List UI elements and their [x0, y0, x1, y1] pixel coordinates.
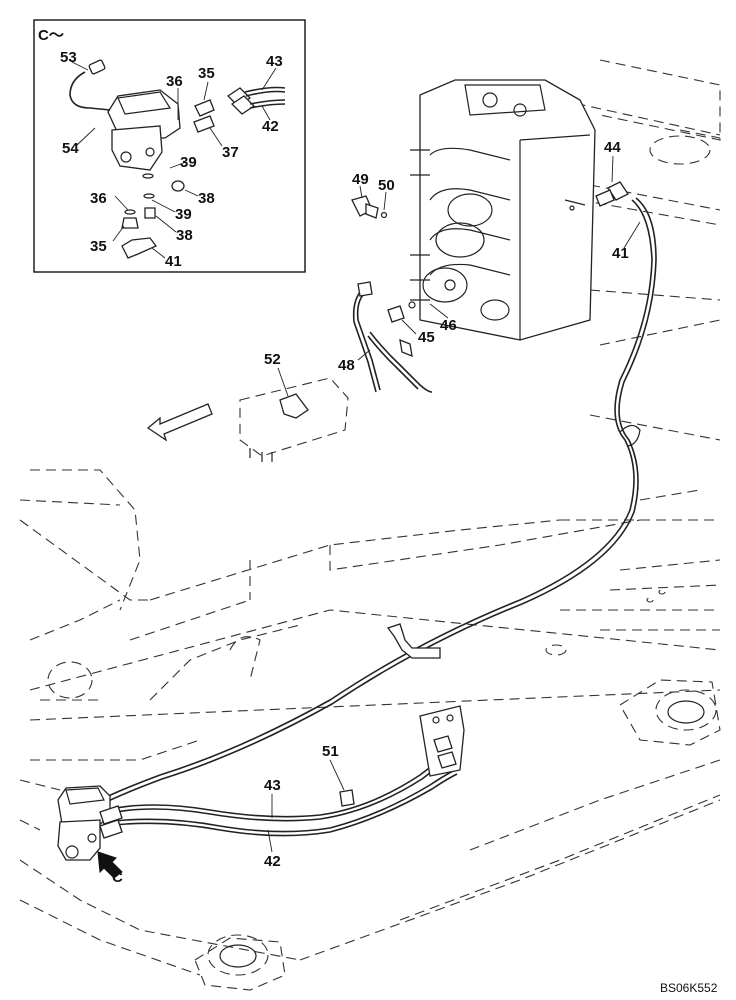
callout-36: 36	[166, 73, 183, 90]
callout-38: 38	[198, 190, 215, 207]
main-leaders	[267, 155, 641, 853]
callout-35b: 35	[90, 238, 107, 255]
valve-fittings	[239, 181, 629, 462]
callout-45: 45	[418, 329, 435, 346]
drawing-code: BS06K552	[660, 981, 718, 995]
callout-50: 50	[378, 177, 395, 194]
callout-41b: 41	[612, 245, 629, 262]
front-direction-arrow	[146, 403, 213, 442]
callout-53: 53	[60, 49, 77, 66]
hose-clamp	[386, 623, 441, 659]
callout-43: 43	[266, 53, 283, 70]
callout-43b: 43	[264, 777, 281, 794]
callout-54: 54	[62, 140, 79, 157]
callout-48: 48	[338, 357, 355, 374]
callout-49: 49	[352, 171, 369, 188]
callout-41: 41	[165, 253, 182, 270]
callout-39: 39	[180, 154, 197, 171]
control-valve	[410, 79, 596, 341]
callout-38b: 38	[176, 227, 193, 244]
inset-view-c	[33, 19, 306, 273]
callout-52: 52	[264, 351, 281, 368]
view-marker-c: C	[112, 869, 123, 886]
callout-35: 35	[198, 65, 215, 82]
pilot-block	[419, 705, 465, 777]
callout-39b: 39	[175, 206, 192, 223]
callout-46: 46	[440, 317, 457, 334]
callout-37: 37	[222, 144, 239, 161]
callout-51: 51	[322, 743, 339, 760]
hoses-42-43	[104, 749, 458, 837]
callout-36b: 36	[90, 190, 107, 207]
callout-44: 44	[604, 139, 621, 156]
callout-42b: 42	[264, 853, 281, 870]
pressure-switch-assembly	[57, 785, 123, 861]
frame-outline	[19, 59, 721, 991]
callout-42: 42	[262, 118, 279, 135]
hose-41	[99, 197, 657, 805]
view-c-arrow	[97, 851, 123, 879]
inset-title: C～	[38, 27, 64, 44]
